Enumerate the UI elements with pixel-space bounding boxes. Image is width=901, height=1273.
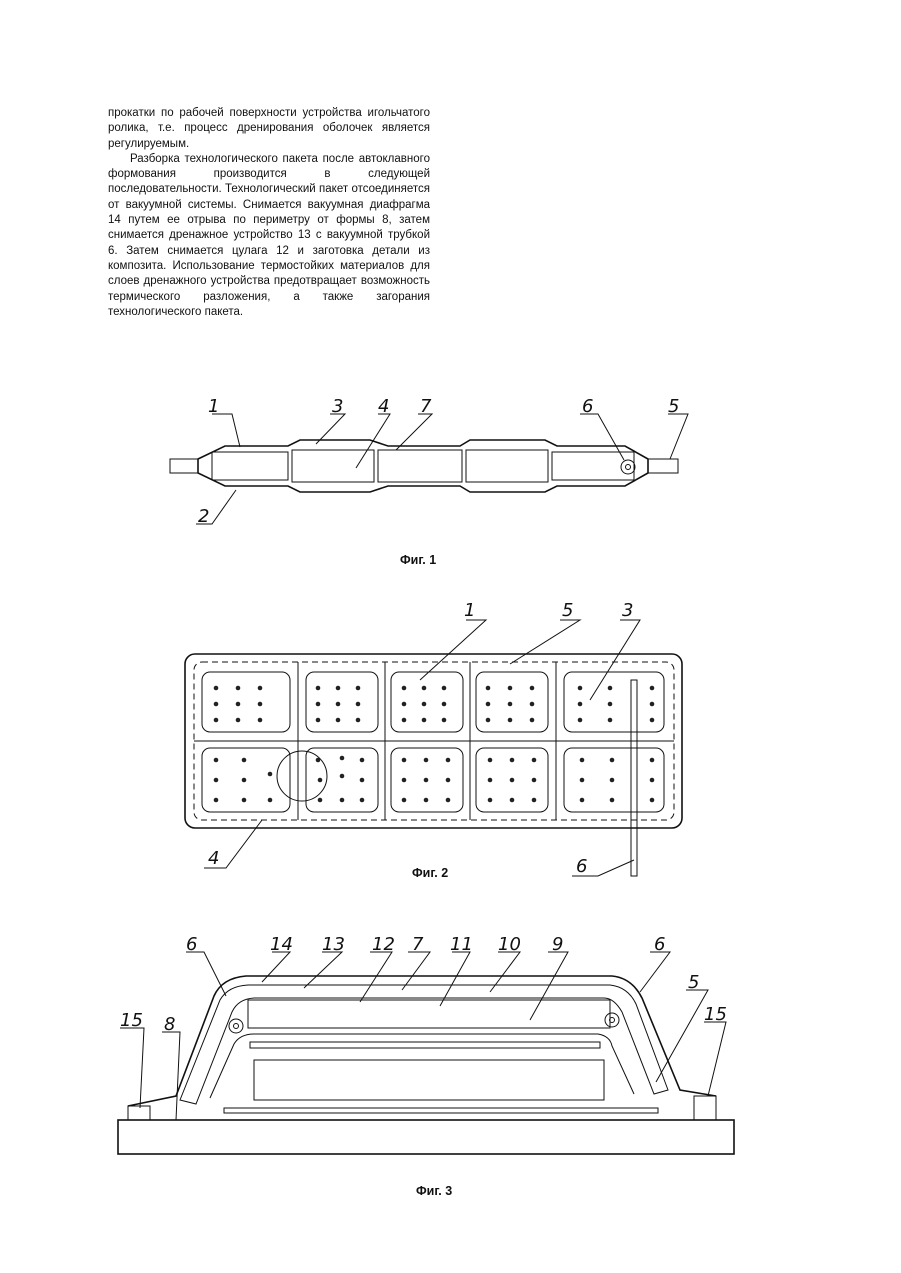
fig3-label-14: 14 bbox=[270, 934, 293, 955]
fig3-label-10: 10 bbox=[498, 934, 521, 955]
fig3-label-6a: 6 bbox=[186, 934, 197, 955]
figure-1: 1 3 4 7 6 5 2 bbox=[170, 396, 688, 527]
fig3-label-15b: 15 bbox=[704, 1004, 727, 1025]
leader-12 bbox=[360, 952, 392, 1002]
vacuum-tube-left bbox=[229, 1019, 243, 1033]
fig1-label-2: 2 bbox=[198, 506, 209, 527]
fig3-label-8: 8 bbox=[164, 1014, 175, 1035]
fig2-label-5: 5 bbox=[562, 600, 573, 621]
fig1-label-5: 5 bbox=[668, 396, 679, 417]
vacuum-tube-circle bbox=[621, 460, 635, 474]
leader-14 bbox=[262, 952, 290, 982]
vacuum-tube bbox=[631, 680, 637, 876]
figure-2: 1 5 3 4 6 bbox=[185, 600, 682, 877]
leader-6a bbox=[186, 952, 226, 996]
fig1-label-3: 3 bbox=[332, 396, 343, 417]
vacuum-tube-right bbox=[605, 1013, 619, 1027]
tube-core bbox=[234, 1024, 239, 1029]
fig1-label-4: 4 bbox=[378, 396, 389, 417]
fig3-label-5: 5 bbox=[688, 972, 699, 993]
leader-5 bbox=[510, 620, 580, 664]
sealant-right bbox=[694, 1096, 716, 1120]
leader-9 bbox=[530, 952, 568, 1020]
fig3-label-12: 12 bbox=[372, 934, 395, 955]
fig2-label-1: 1 bbox=[464, 600, 475, 621]
caul-strip bbox=[250, 1042, 600, 1048]
fig1-label-6: 6 bbox=[582, 396, 593, 417]
fig1-label-1: 1 bbox=[208, 396, 219, 417]
perforation-holes bbox=[214, 686, 655, 803]
leader-4 bbox=[356, 414, 390, 468]
leader-10 bbox=[490, 952, 520, 992]
fig3-label-9: 9 bbox=[552, 934, 563, 955]
fig2-label-4: 4 bbox=[208, 848, 219, 869]
leader-7 bbox=[396, 414, 432, 450]
fig3-caption: Фиг. 3 bbox=[416, 1184, 452, 1198]
leader-15b bbox=[704, 1022, 726, 1096]
leader-5 bbox=[656, 990, 708, 1082]
composite-preform bbox=[248, 1000, 610, 1028]
cell bbox=[212, 452, 288, 480]
tube-left bbox=[170, 459, 198, 473]
fig3-label-6b: 6 bbox=[654, 934, 665, 955]
vacuum-membrane bbox=[128, 976, 716, 1106]
leader-1 bbox=[212, 414, 240, 447]
fig3-label-15a: 15 bbox=[120, 1010, 143, 1031]
leader-6 bbox=[580, 414, 624, 460]
sealant-left bbox=[128, 1106, 150, 1120]
fig3-label-11: 11 bbox=[450, 934, 473, 955]
leader-7 bbox=[402, 952, 430, 990]
fig2-label-3: 3 bbox=[622, 600, 633, 621]
leader-5 bbox=[668, 414, 688, 459]
fig3-label-7: 7 bbox=[412, 934, 424, 955]
fig2-label-6: 6 bbox=[576, 856, 587, 877]
leader-13 bbox=[304, 952, 342, 988]
figure-3: 6 14 13 12 7 11 10 9 6 5 15 8 15 bbox=[118, 934, 734, 1154]
fig2-caption: Фиг. 2 bbox=[412, 866, 448, 880]
cell bbox=[391, 672, 463, 732]
cell bbox=[476, 672, 548, 732]
fig1-caption: Фиг. 1 bbox=[400, 553, 436, 567]
leader-1 bbox=[420, 620, 486, 680]
cell bbox=[306, 672, 378, 732]
cell bbox=[466, 450, 548, 482]
leader-6b bbox=[640, 952, 670, 992]
envelope-outline bbox=[198, 440, 648, 492]
fig1-label-7: 7 bbox=[420, 396, 432, 417]
cell bbox=[378, 450, 462, 482]
leader-15a bbox=[120, 1028, 144, 1108]
leader-8 bbox=[162, 1032, 180, 1120]
vacuum-tube-core bbox=[626, 465, 631, 470]
drainage-device bbox=[180, 985, 668, 1104]
tube-right bbox=[648, 459, 678, 473]
base-layer bbox=[224, 1108, 658, 1113]
leader-3 bbox=[590, 620, 640, 700]
fig3-label-13: 13 bbox=[322, 934, 345, 955]
inner-layer bbox=[210, 1034, 634, 1098]
cell bbox=[292, 450, 374, 482]
inner-core bbox=[254, 1060, 604, 1100]
mold-base bbox=[118, 1120, 734, 1154]
